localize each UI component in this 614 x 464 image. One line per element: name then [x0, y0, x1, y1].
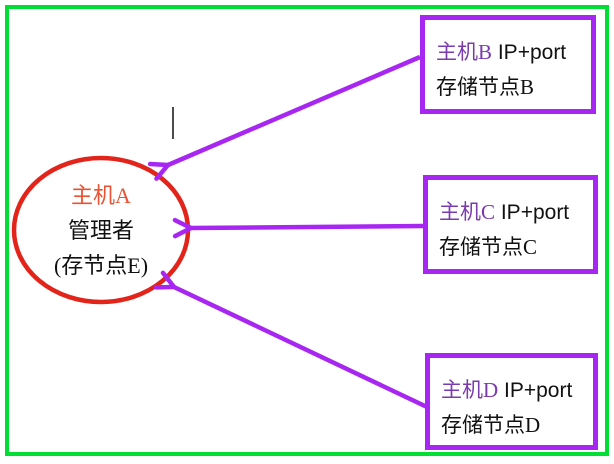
- node-storage-label: 存储节点B: [436, 75, 535, 99]
- arrow-from-node-b: [168, 54, 421, 165]
- diagram-frame: [5, 5, 609, 456]
- node-title-line: 主机D IP+port: [441, 373, 589, 408]
- node-box-d: 主机D IP+port 存储节点D: [425, 353, 598, 450]
- arrow-from-node-c: [191, 226, 424, 228]
- node-name: 主机B: [436, 40, 493, 64]
- node-storage-label: 存储节点C: [439, 235, 538, 259]
- node-title-line: 主机B IP+port: [436, 35, 587, 70]
- center-node-note: (存节点E): [53, 253, 149, 278]
- node-name: 主机D: [441, 378, 499, 402]
- node-detail: IP+port: [498, 379, 573, 402]
- center-node: 主机A 管理者 (存节点E): [14, 178, 188, 283]
- node-detail: IP+port: [492, 41, 567, 64]
- node-box-c: 主机C IP+port 存储节点C: [423, 175, 598, 274]
- node-name: 主机C: [439, 200, 496, 224]
- node-storage-label: 存储节点D: [441, 413, 541, 437]
- center-node-role: 管理者: [67, 218, 134, 243]
- center-node-name: 主机A: [71, 183, 131, 208]
- node-title-line: 主机C IP+port: [439, 195, 589, 230]
- node-detail: IP+port: [495, 201, 570, 224]
- arrow-from-node-d: [174, 287, 428, 410]
- node-box-b: 主机B IP+port 存储节点B: [420, 15, 596, 114]
